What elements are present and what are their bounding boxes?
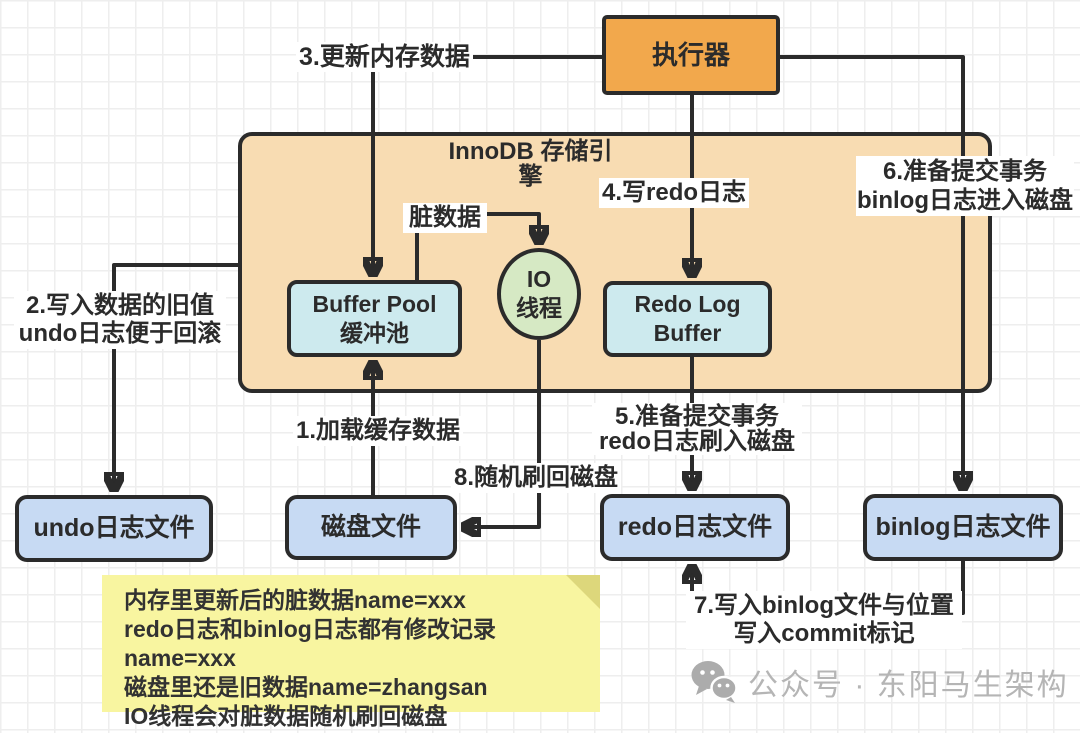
connector-step3-executor-to-bufferpool	[373, 55, 602, 274]
step7-label-line2: 写入commit标记	[733, 620, 915, 647]
note-line: redo日志和binlog日志都有修改记录name=xxx	[124, 616, 496, 671]
undo-log-file-node: undo日志文件	[15, 495, 213, 562]
step6-label-line1: 6.准备提交事务	[882, 158, 1047, 185]
note-line: 内存里更新后的脏数据name=xxx	[124, 587, 466, 613]
io-thread-node: IO 线程	[497, 248, 581, 340]
binlog-log-file-node: binlog日志文件	[863, 494, 1063, 561]
note-line: IO线程会对脏数据随机刷回磁盘	[124, 703, 448, 729]
io-thread-label-line1: IO	[526, 266, 552, 293]
io-thread-label-line2: 线程	[516, 295, 562, 321]
note-fold-corner-icon	[566, 575, 600, 609]
watermark-text: 公众号 · 东阳马生架构	[748, 669, 1069, 702]
step5-label-line1: 5.准备提交事务	[614, 403, 779, 430]
buffer-pool-label-line1: Buffer Pool	[312, 290, 437, 317]
disk-file-label: 磁盘文件	[320, 512, 421, 541]
buffer-pool-label-line2: 缓冲池	[340, 319, 409, 346]
step2-label-line1: 2.写入数据的旧值	[25, 292, 214, 319]
executor-label: 执行器	[651, 39, 730, 70]
redo-log-buffer-label-line2: Buffer	[653, 320, 722, 346]
step5-label-line2: redo日志刷入磁盘	[598, 428, 795, 455]
note-line: 磁盘里还是旧数据name=zhangsan	[124, 674, 488, 700]
binlog-log-file-label: binlog日志文件	[875, 512, 1051, 541]
redo-log-file-label: redo日志文件	[617, 512, 773, 541]
innodb-engine-title-line1: InnoDB	[448, 138, 534, 165]
step2-label-line2: undo日志便于回滚	[18, 320, 222, 347]
connector-step2-engine-to-undofile	[114, 263, 238, 489]
disk-file-node: 磁盘文件	[285, 495, 457, 560]
step4-label: 4.写redo日志	[599, 178, 750, 208]
step7-label-line1: 7.写入binlog文件与位置	[694, 592, 954, 619]
step6-label-line2: binlog日志进入磁盘	[857, 187, 1073, 214]
dirty-data-label: 脏数据	[403, 203, 487, 233]
redo-log-buffer-node: Redo Log Buffer	[603, 281, 772, 357]
redo-log-buffer-label-line1: Redo Log	[634, 291, 741, 318]
wechat-icon	[691, 661, 738, 703]
step1-label: 1.加载缓存数据	[293, 416, 464, 446]
undo-log-file-label: undo日志文件	[33, 513, 195, 542]
innodb-engine-title: InnoDB 存储引擎	[448, 139, 613, 189]
step6-label: 6.准备提交事务 binlog日志进入磁盘	[856, 156, 1074, 216]
sticky-note: 内存里更新后的脏数据name=xxx redo日志和binlog日志都有修改记录…	[102, 575, 600, 729]
watermark: 公众号 · 东阳马生架构	[690, 660, 1069, 704]
executor-node: 执行器	[602, 15, 780, 95]
innodb-engine-title-line2: 存储引擎	[518, 138, 613, 190]
step5-label: 5.准备提交事务 redo日志刷入磁盘	[592, 403, 802, 455]
connector-step8-iothread-to-diskfile	[464, 340, 541, 527]
step3-label: 3.更新内存数据	[296, 42, 473, 72]
step8-label: 8.随机刷回磁盘	[451, 463, 622, 493]
redo-log-file-node: redo日志文件	[600, 494, 790, 561]
buffer-pool-node: Buffer Pool 缓冲池	[287, 280, 462, 357]
step2-label: 2.写入数据的旧值 undo日志便于回滚	[14, 291, 226, 349]
step7-label: 7.写入binlog文件与位置 写入commit标记	[686, 591, 962, 649]
connector-step6-executor-to-binlogfile	[780, 55, 963, 488]
